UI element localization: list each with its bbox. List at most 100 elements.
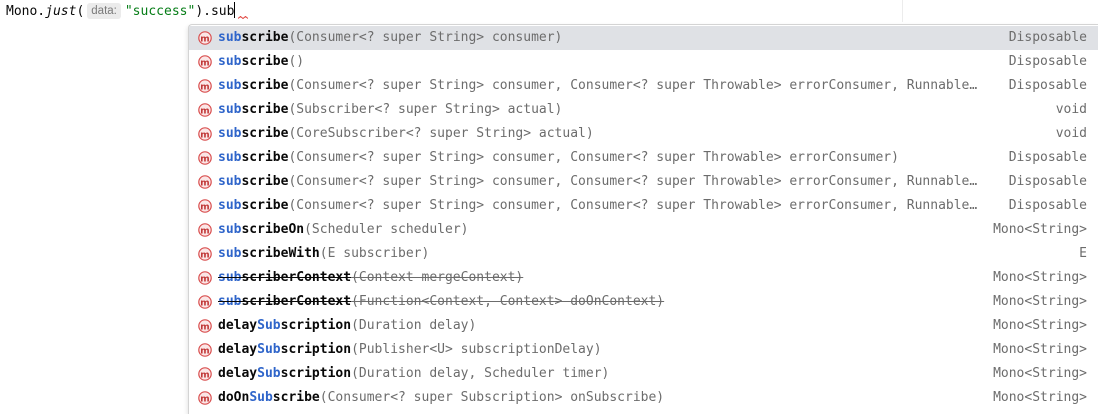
completion-signature: delaySubscription(Duration delay) [218, 314, 476, 338]
return-type: Mono<String> [993, 390, 1087, 405]
name-match: sub [218, 198, 242, 213]
return-type: Disposable [1008, 174, 1087, 189]
return-type: Disposable [1008, 198, 1087, 213]
completion-signature: subscribe(Consumer<? super String> consu… [218, 74, 977, 98]
method-name: subscribe [218, 30, 288, 45]
return-type: Disposable [1008, 54, 1087, 69]
name-match: Sub [257, 342, 281, 357]
svg-text:m: m [200, 178, 209, 188]
completion-item[interactable]: m subscribe(Consumer<? super String> cons… [189, 74, 1098, 98]
method-params: (Duration delay) [351, 318, 477, 333]
method-name: delaySubscription [218, 318, 351, 333]
method-icon: m [198, 367, 212, 381]
method-params: (Duration delay, Scheduler timer) [351, 366, 610, 381]
method-icon: m [198, 295, 212, 309]
method-name: subscribe [218, 174, 288, 189]
svg-text:m: m [200, 130, 209, 140]
method-params: (Subscriber<? super String> actual) [288, 102, 563, 117]
method-params: (Function<Context, Context> doOnContext) [351, 294, 665, 309]
name-match: sub [218, 30, 242, 45]
method-icon: m [198, 103, 212, 117]
return-type: Mono<String> [993, 270, 1087, 285]
name-prefix: delay [218, 366, 258, 381]
svg-text:m: m [200, 346, 209, 356]
editor-line[interactable]: Mono.just(data:"success").sub [0, 0, 1098, 22]
name-prefix: delay [218, 342, 258, 357]
name-suffix: scribe [241, 126, 289, 141]
method-params: (E subscriber) [319, 246, 430, 261]
svg-text:m: m [200, 370, 209, 380]
svg-text:m: m [200, 154, 209, 164]
completion-item[interactable]: m subscribe() Disposable [189, 50, 1098, 74]
completion-signature: subscribe(Consumer<? super String> consu… [218, 194, 977, 218]
return-type: Mono<String> [993, 366, 1087, 381]
code-open-paren: ( [76, 4, 85, 19]
name-match: sub [218, 150, 242, 165]
method-name: subscribeWith [218, 246, 320, 261]
return-type: Disposable [1008, 30, 1087, 45]
name-prefix: doOn [218, 390, 250, 405]
return-type: Mono<String> [993, 294, 1087, 309]
name-match: sub [218, 294, 242, 309]
method-params: (Scheduler scheduler) [304, 222, 469, 237]
method-params: (CoreSubscriber<? super String> actual) [288, 126, 594, 141]
name-suffix: scribe [241, 102, 289, 117]
completion-item[interactable]: m subscribe(Consumer<? super String> cons… [189, 146, 1098, 170]
method-params: () [288, 54, 305, 69]
completion-signature: subscribe(Consumer<? super String> consu… [218, 146, 899, 170]
name-match: sub [218, 126, 242, 141]
name-suffix: scriberContext [241, 294, 352, 309]
svg-text:m: m [200, 58, 209, 68]
completion-item[interactable]: m delaySubscription(Publisher<U> subscrip… [189, 338, 1098, 362]
name-suffix: scriberContext [241, 270, 352, 285]
method-params: (Consumer<? super Subscription> onSubscr… [319, 390, 665, 405]
name-suffix: scribe [241, 78, 289, 93]
name-match: sub [218, 78, 242, 93]
name-match: sub [218, 246, 242, 261]
method-params: (Context mergeContext) [351, 270, 524, 285]
method-name: subscribe [218, 150, 288, 165]
name-match: Sub [249, 390, 273, 405]
name-suffix: scribe [272, 390, 320, 405]
name-match: sub [218, 102, 242, 117]
name-suffix: scribe [241, 30, 289, 45]
method-icon: m [198, 271, 212, 285]
svg-text:m: m [200, 82, 209, 92]
method-icon: m [198, 223, 212, 237]
method-params: (Consumer<? super String> consumer) [288, 30, 563, 45]
method-name: doOnSubscribe [218, 390, 320, 405]
name-suffix: scribeOn [241, 222, 305, 237]
completion-signature: doOnSubscribe(Consumer<? super Subscript… [218, 386, 664, 410]
code-rest: ).sub [195, 4, 235, 19]
svg-text:m: m [200, 34, 209, 44]
method-icon: m [198, 343, 212, 357]
return-type: Mono<String> [993, 342, 1087, 357]
completion-signature: subscribe() [218, 50, 304, 74]
code-text[interactable]: Mono.just(data:"success").sub [6, 2, 236, 20]
svg-text:m: m [200, 322, 209, 332]
svg-text:m: m [200, 226, 209, 236]
completion-item[interactable]: m delaySubscription(Duration delay) Mono<S… [189, 314, 1098, 338]
return-type: void [1055, 126, 1087, 141]
code-string-literal: "success" [124, 4, 196, 19]
return-type: Mono<String> [993, 318, 1087, 333]
completion-signature: subscribe(Consumer<? super String> consu… [218, 26, 562, 50]
method-name: subscribe [218, 54, 288, 69]
return-type: void [1055, 102, 1087, 117]
completion-signature: delaySubscription(Publisher<U> subscript… [218, 338, 602, 362]
return-type: E [1079, 246, 1087, 261]
method-name: delaySubscription [218, 342, 351, 357]
